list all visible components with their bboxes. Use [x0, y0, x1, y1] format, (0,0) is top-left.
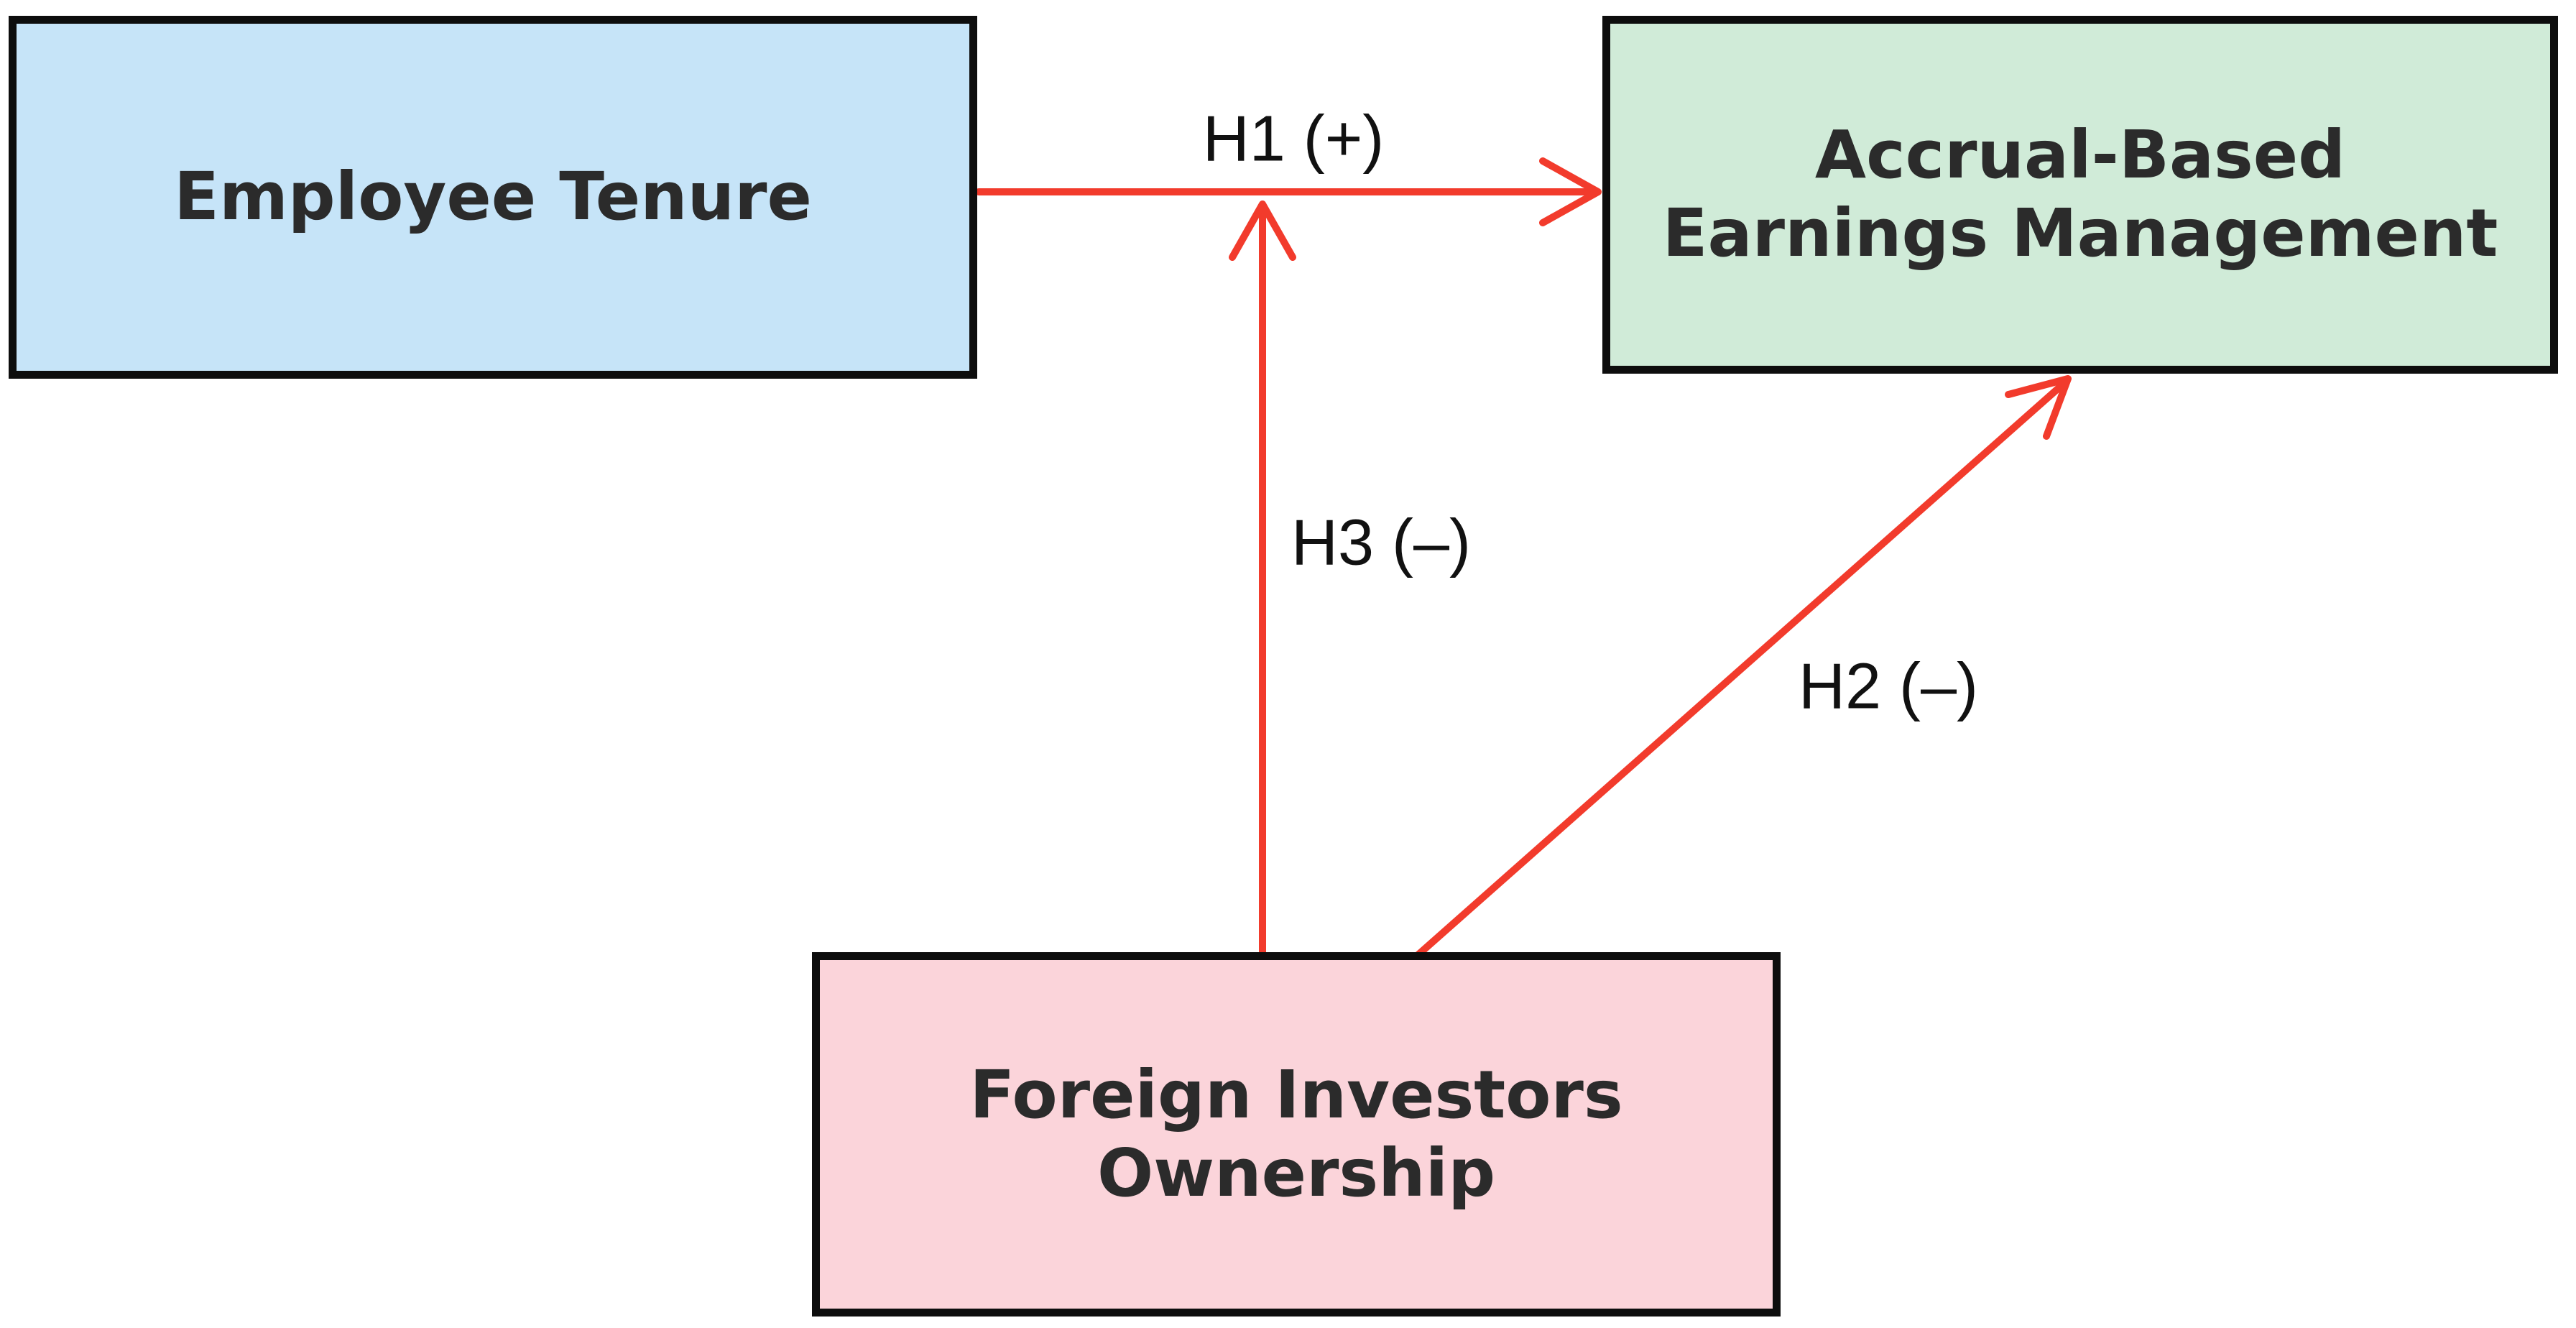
node-employee-tenure-label: Employee Tenure [174, 158, 812, 236]
h2-arrowhead-icon [2005, 375, 2072, 440]
h3-arrowhead-icon [1229, 200, 1296, 261]
h1-arrowhead-icon [1539, 157, 1602, 226]
node-foreign-investors-ownership-label: Foreign Investors Ownership [969, 1056, 1623, 1212]
h1-edge-label: H1 (+) [1202, 103, 1385, 175]
node-accrual-based-earnings-management-label: Accrual-Based Earnings Management [1662, 116, 2498, 272]
node-employee-tenure: Employee Tenure [9, 16, 977, 379]
h2-edge-label: H2 (–) [1798, 650, 1979, 723]
h3-edge-label: H3 (–) [1291, 507, 1472, 579]
node-accrual-based-earnings-management: Accrual-Based Earnings Management [1602, 16, 2558, 374]
h3-arrow [1229, 200, 1296, 959]
node-foreign-investors-ownership: Foreign Investors Ownership [812, 952, 1781, 1317]
